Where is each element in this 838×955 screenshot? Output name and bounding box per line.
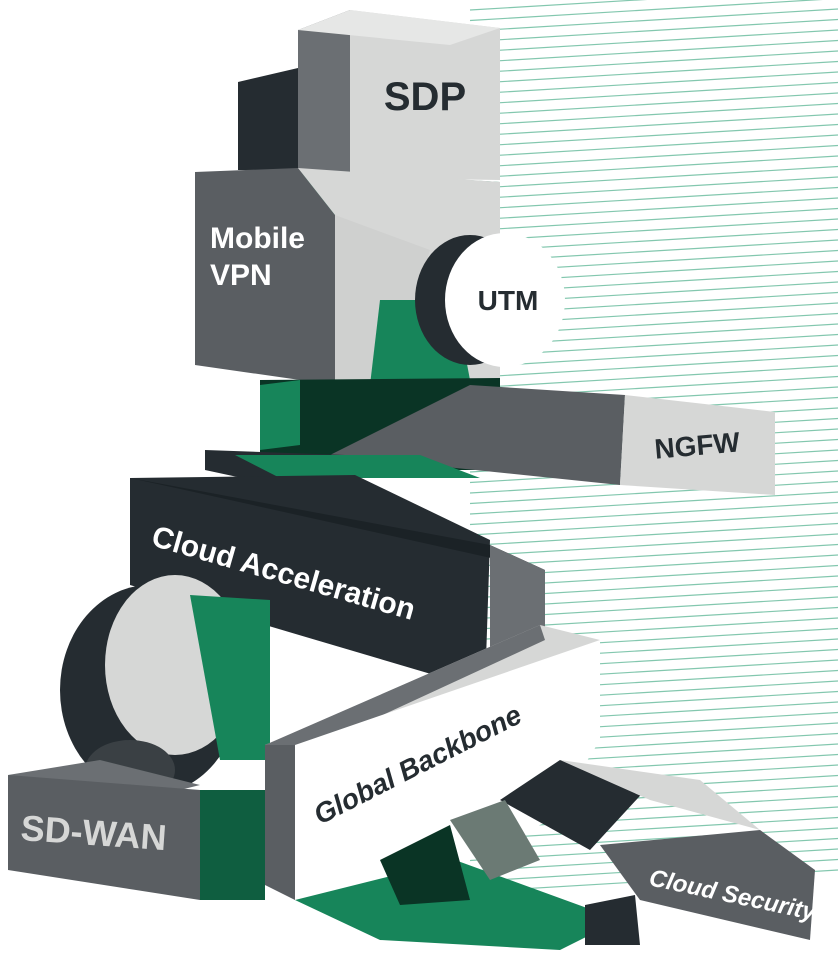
global-backbone-block <box>265 625 600 900</box>
left-cylinder <box>60 575 270 800</box>
stripe-line <box>469 207 838 232</box>
stripe-line <box>469 18 838 43</box>
stripe-line <box>469 123 838 148</box>
stripe-line <box>469 218 838 242</box>
stripe-line <box>469 816 838 841</box>
stripe-line <box>469 501 838 526</box>
stripe-line <box>469 144 838 169</box>
stripe-line <box>469 29 838 53</box>
stripe-line <box>469 81 838 106</box>
stripe-line <box>469 197 838 221</box>
stripe-line <box>469 354 838 379</box>
sd-wan-block <box>8 760 265 900</box>
stripe-line <box>469 50 838 74</box>
stripe-line <box>469 543 838 568</box>
green-base <box>295 825 620 950</box>
stripe-line <box>469 165 838 190</box>
stripe-line <box>469 176 838 200</box>
stripe-line <box>469 60 838 85</box>
mobile-vpn-label-line1: Mobile <box>210 222 305 255</box>
stripe-line <box>469 113 838 137</box>
stripe-line <box>469 522 838 547</box>
sd-wan-label: SD-WAN <box>19 807 168 858</box>
stripe-line <box>469 155 838 179</box>
stripe-line <box>469 8 838 32</box>
sdp-label: SDP <box>384 75 466 119</box>
cloud-security-block <box>450 760 815 945</box>
stripe-line <box>469 491 838 515</box>
stripe-line <box>469 344 838 368</box>
stripe-line <box>469 533 838 557</box>
stripe-line <box>469 39 838 64</box>
stripe-line <box>469 71 838 95</box>
ngfw-label: NGFW <box>653 426 741 464</box>
stripe-line <box>469 365 838 389</box>
stripe-line <box>469 0 648 11</box>
stripe-line <box>469 0 823 22</box>
utm-cylinder <box>415 233 565 367</box>
stripe-line <box>469 92 838 116</box>
utm-label: UTM <box>478 285 539 316</box>
stripe-line <box>469 102 838 127</box>
stripe-line <box>469 512 838 536</box>
stripe-line <box>469 480 838 505</box>
stripe-line <box>469 134 838 158</box>
stripe-line <box>469 186 838 211</box>
mobile-vpn-label-line2: VPN <box>210 259 272 292</box>
sdp-block <box>238 10 500 180</box>
